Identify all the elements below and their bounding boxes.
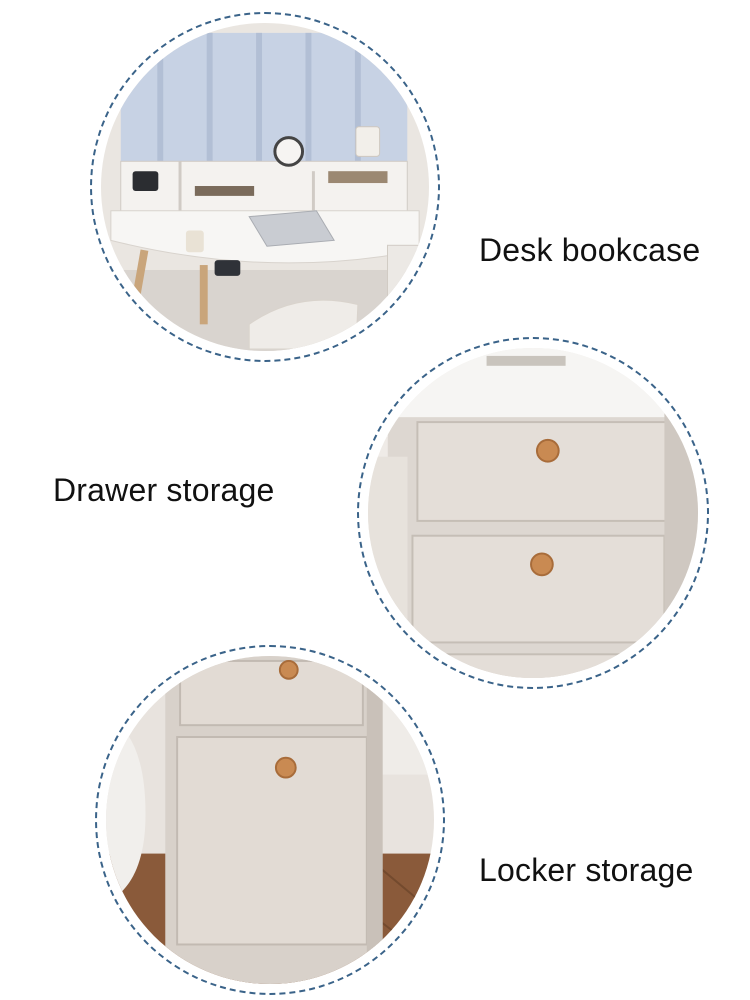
drawer-storage-label: Drawer storage (53, 472, 275, 508)
drawer-storage-photo (368, 348, 698, 678)
locker-storage-circle (95, 645, 445, 995)
desk-bookcase-circle (90, 12, 440, 362)
desk-bookcase-photo (101, 23, 429, 351)
desk-bookcase-label: Desk bookcase (479, 232, 701, 268)
drawer-storage-circle (357, 337, 709, 689)
locker-storage-label: Locker storage (479, 852, 694, 888)
locker-storage-photo (106, 656, 434, 984)
